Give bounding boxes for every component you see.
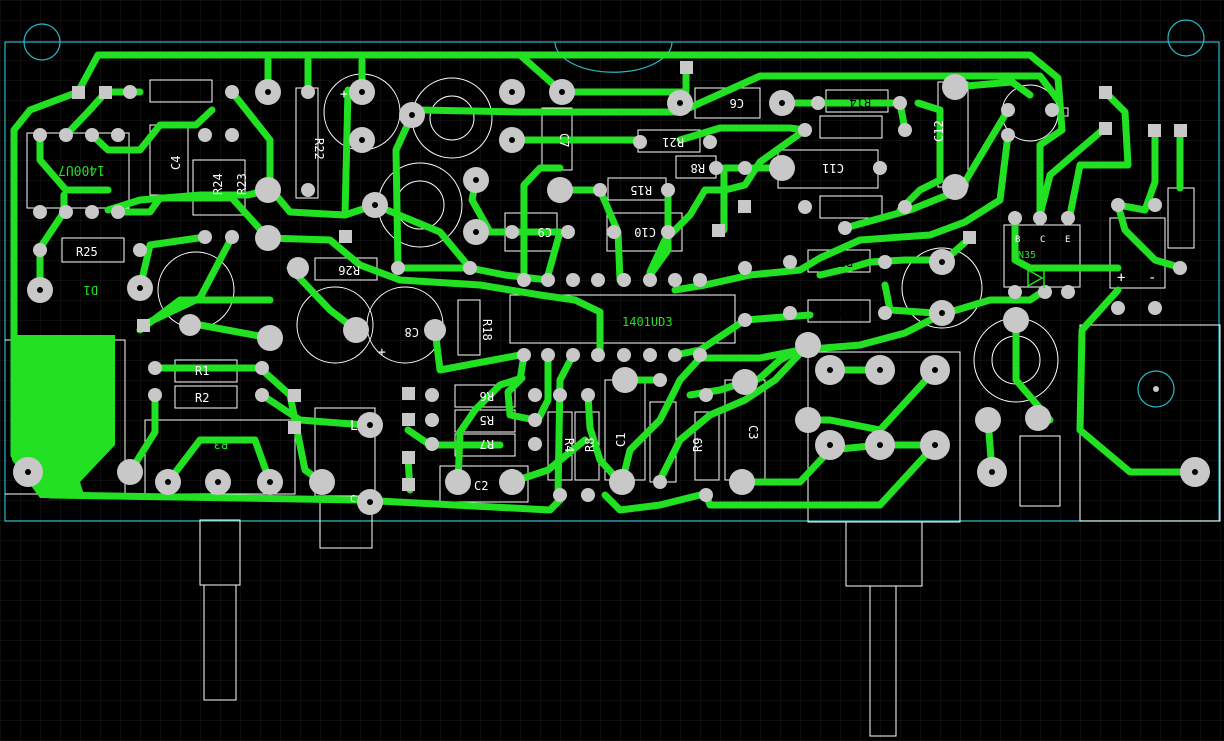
c12-label: C12 <box>932 120 946 142</box>
r18-label: R18 <box>480 319 494 341</box>
r5-label: R5 <box>480 413 494 427</box>
r8-label: R8 <box>583 438 597 452</box>
r7-label: R7 <box>480 437 494 451</box>
c6-label: C6 <box>730 96 744 110</box>
c2-label: C2 <box>474 479 488 493</box>
r6-label: R6 <box>480 389 494 403</box>
ic1-label: 1400U7 <box>58 162 105 177</box>
tr-e-label: E <box>1065 235 1070 245</box>
ic3-label: 4N35 <box>1012 250 1036 261</box>
r9-label: R9 <box>691 438 705 452</box>
c5-plus: + <box>340 87 348 102</box>
c7-label: C7 <box>557 133 571 147</box>
r23-label: R23 <box>235 173 249 195</box>
r8-top-label: R8 <box>691 161 705 175</box>
tr-c-label: C <box>1040 235 1045 245</box>
r24-label: R24 <box>211 173 225 195</box>
c11-label: C11 <box>822 161 844 175</box>
ground-pour <box>12 335 115 498</box>
c10-label: C10 <box>634 225 656 239</box>
minus-label: - <box>1148 270 1156 286</box>
plus-label: + <box>1117 270 1125 286</box>
r22-label: R22 <box>312 138 326 160</box>
ic2-label: 1401UD3 <box>622 315 673 329</box>
r21-label: R21 <box>662 135 684 149</box>
optocoupler-diode-icon <box>1027 268 1045 288</box>
c8-label: C8 <box>405 325 419 339</box>
r19-label: R19 <box>843 121 865 135</box>
c1-label: C1 <box>614 433 628 447</box>
c4-label: C4 <box>169 156 183 170</box>
fet-g-label: G <box>1013 117 1020 131</box>
r26-label: R26 <box>338 263 360 277</box>
r3-label: R3 <box>214 437 228 451</box>
c9-label: C9 <box>538 225 552 239</box>
r27-label: R27 <box>831 255 853 269</box>
d1-label: D1 <box>84 283 98 297</box>
r1-label: R1 <box>195 364 209 378</box>
r2-label: R2 <box>195 391 209 405</box>
c8-plus: + <box>378 345 386 360</box>
r13-label: R13 <box>837 201 859 215</box>
silk-labels-green: 1400U7 1401UD3 4N35 B C E + - + + L C <box>58 87 1156 505</box>
r14-label: R14 <box>849 95 871 109</box>
switch-l-label: L <box>350 419 358 434</box>
r15-label: R15 <box>630 183 652 197</box>
r4-label: R4 <box>562 438 576 452</box>
part-labels: C4 R24 R23 R25 D1 R22 R26 C8 R18 C7 C9 C… <box>76 92 1048 493</box>
r28-label: R28 <box>831 305 853 319</box>
fet-s-label: S <box>1041 92 1048 106</box>
fet-c-label: C <box>1041 117 1048 131</box>
fet-d-label: D <box>1013 92 1020 106</box>
c3-label: C3 <box>746 425 760 439</box>
pad-holes <box>25 89 1198 505</box>
tr-b-label: B <box>1015 235 1020 245</box>
switch-r-label: C <box>350 494 356 505</box>
r25-label: R25 <box>76 245 98 259</box>
